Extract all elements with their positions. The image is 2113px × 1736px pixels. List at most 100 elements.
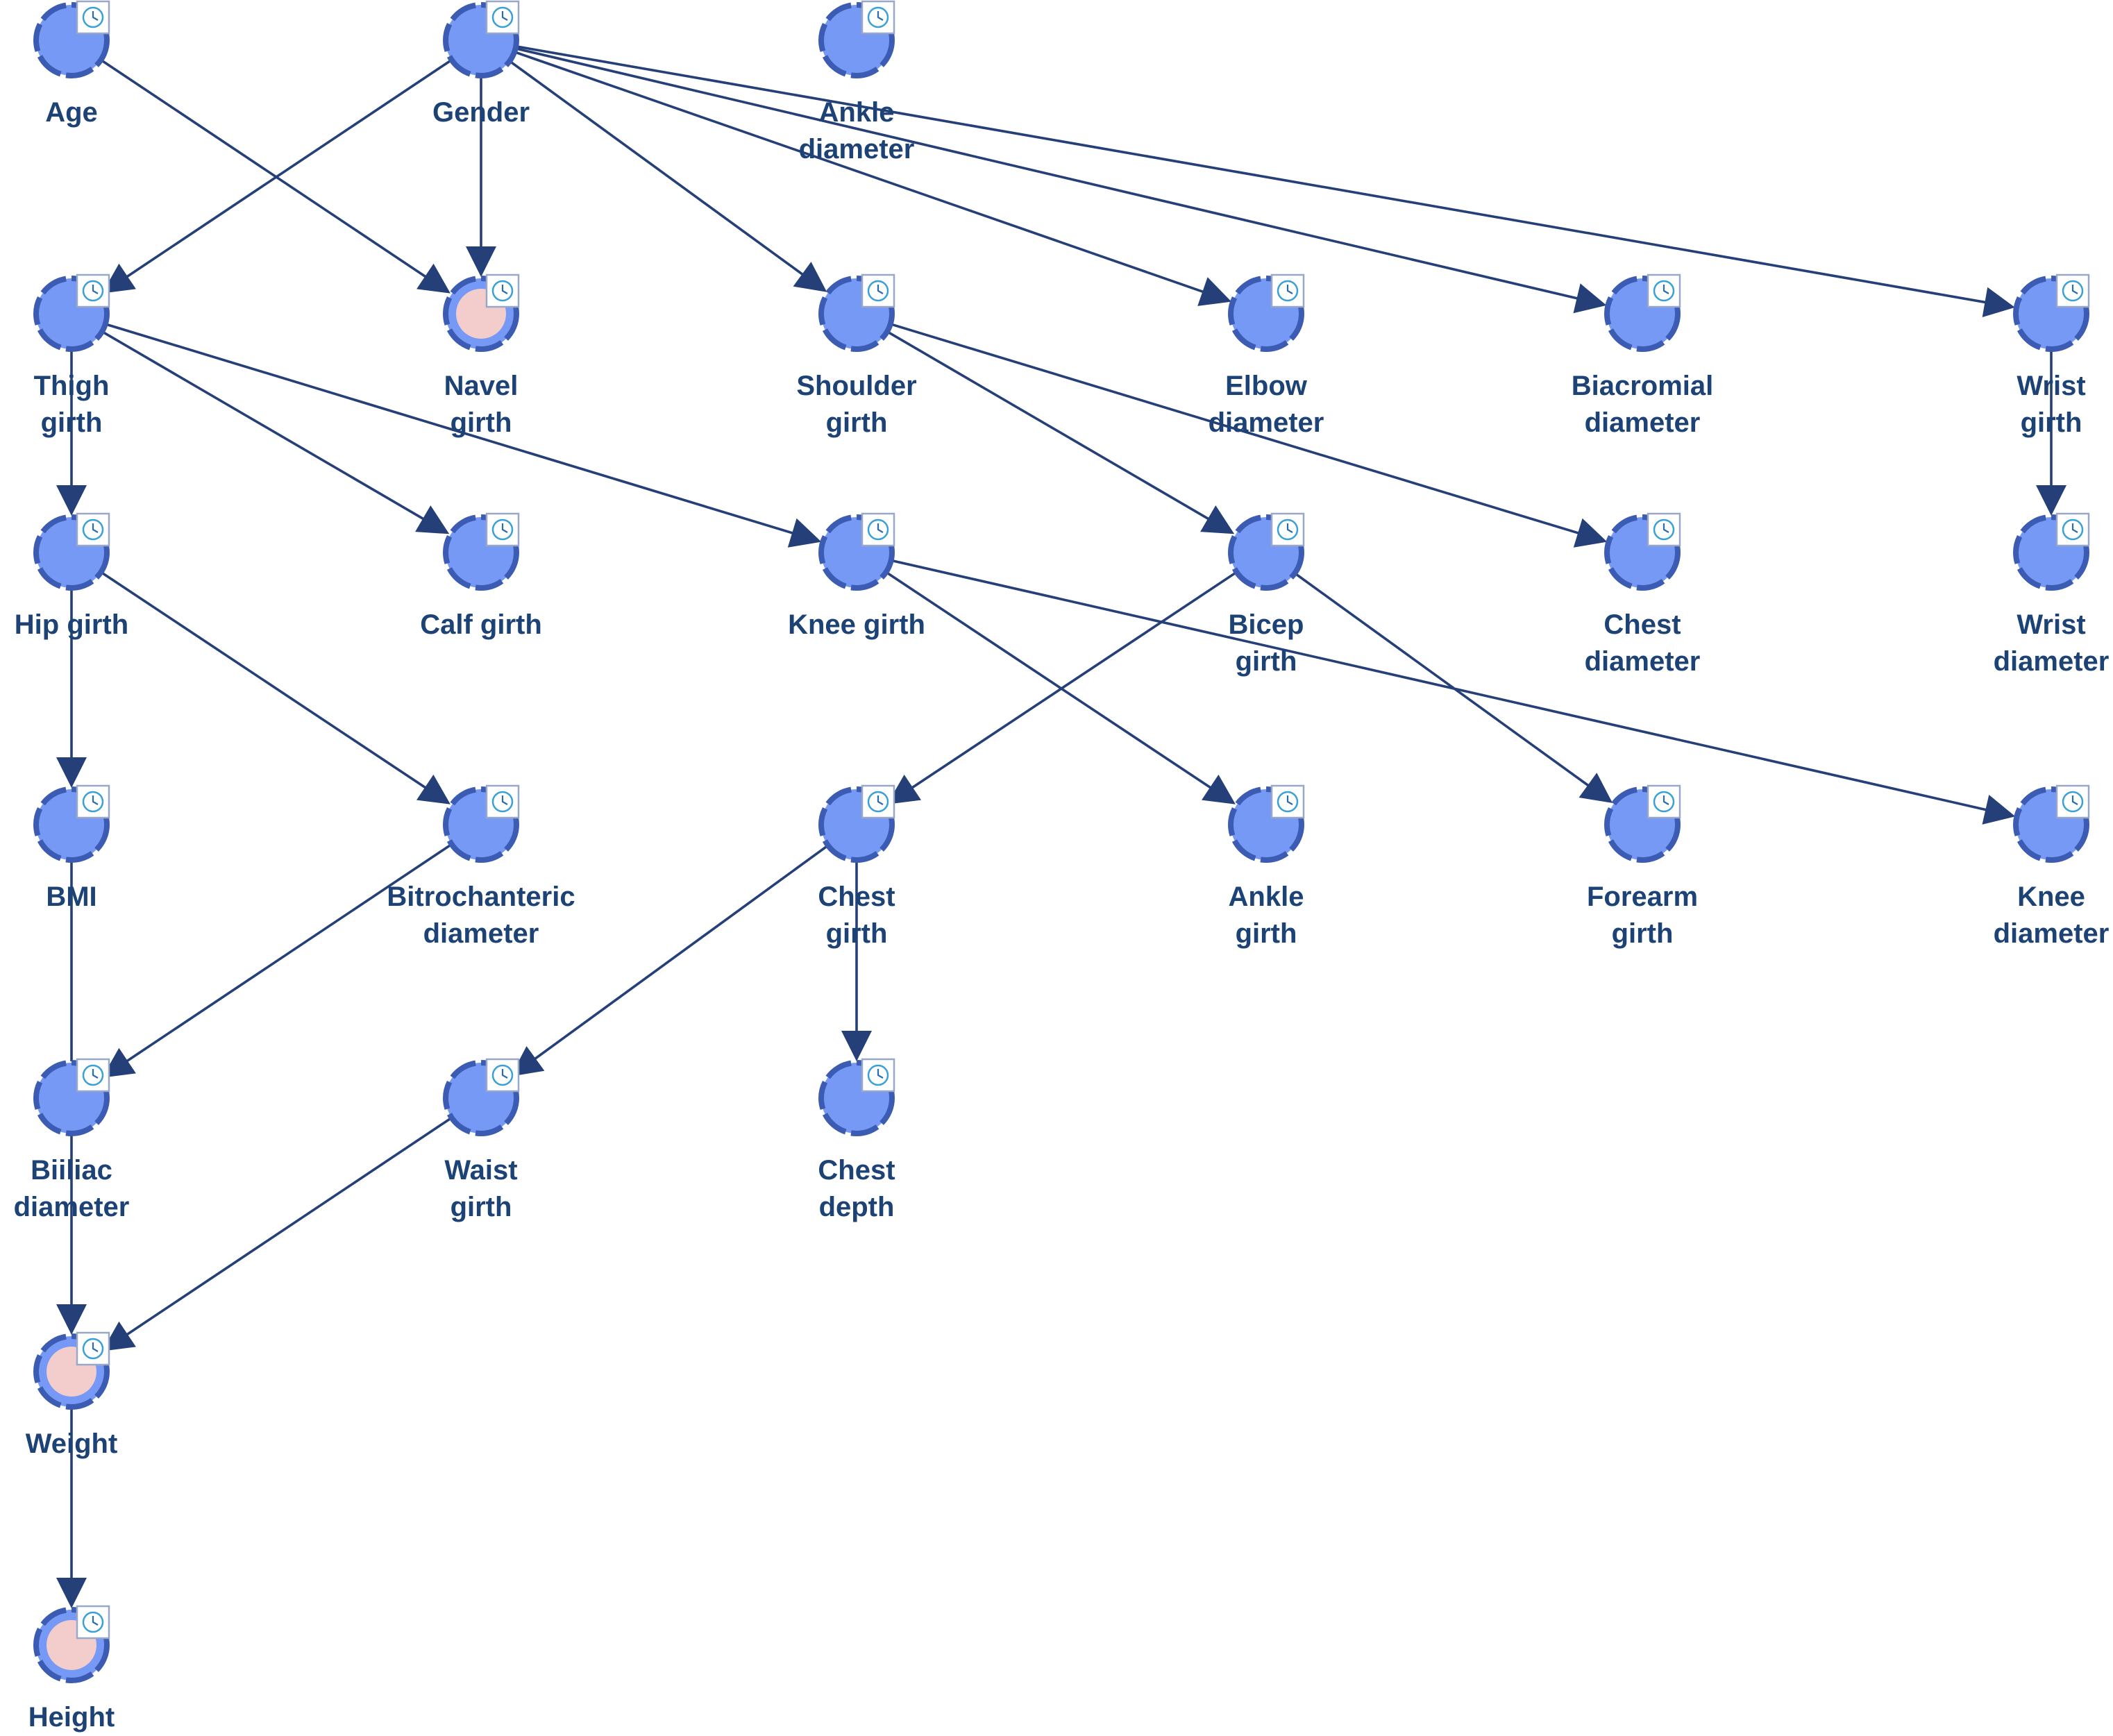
node-waist-girth[interactable]: Waist girth bbox=[443, 1058, 520, 1222]
node-label: Bitrochanteric diameter bbox=[387, 882, 575, 949]
node-label-line: Ankle bbox=[1229, 882, 1304, 912]
node-height[interactable]: Height bbox=[28, 1605, 115, 1733]
clock-icon bbox=[2055, 784, 2090, 819]
node-ankle-girth[interactable]: Ankle girth bbox=[1228, 784, 1305, 949]
edge-thigh-girth-to-hip-girth bbox=[56, 349, 87, 516]
edge-line bbox=[885, 571, 1213, 791]
clock-hands bbox=[501, 795, 508, 805]
clock-icon bbox=[861, 784, 895, 819]
clock-icon bbox=[76, 1058, 110, 1093]
node-label-line: diameter bbox=[423, 918, 539, 949]
edge-gender-to-elbow-diameter bbox=[514, 51, 1231, 306]
node-label-line: Forearm bbox=[1587, 882, 1698, 912]
clock-icon bbox=[1647, 273, 1681, 308]
arrowhead bbox=[887, 775, 921, 804]
node-age[interactable]: Age bbox=[33, 0, 110, 128]
node-gender[interactable]: Gender bbox=[432, 0, 530, 128]
clock-icon bbox=[1647, 784, 1681, 819]
node-calf-girth[interactable]: Calf girth bbox=[420, 512, 542, 640]
clock-icon bbox=[76, 0, 110, 35]
edge-shoulder-girth-to-bicep-girth bbox=[886, 330, 1235, 534]
node-label-line: girth bbox=[451, 1192, 512, 1222]
edge-age-to-navel-girth bbox=[100, 58, 451, 294]
node-label-line: BMI bbox=[46, 882, 96, 912]
clock-badge bbox=[76, 512, 110, 547]
clock-icon bbox=[485, 784, 520, 819]
clock-icon bbox=[1270, 273, 1305, 308]
node-label: Forearm girth bbox=[1587, 882, 1698, 949]
edge-bitrochanteric-diameter-to-biiliac-diameter bbox=[102, 843, 453, 1078]
node-knee-girth[interactable]: Knee girth bbox=[788, 512, 925, 640]
clock-hands bbox=[2071, 285, 2078, 294]
node-label-line: Age bbox=[45, 97, 98, 128]
node-label: Knee girth bbox=[788, 609, 925, 640]
node-label: Weight bbox=[26, 1429, 118, 1459]
node-label-line: girth bbox=[1612, 918, 1674, 949]
node-label-line: Waist bbox=[444, 1155, 517, 1186]
node-label: Ankle girth bbox=[1229, 882, 1304, 949]
node-label-line: Bitrochanteric bbox=[387, 882, 575, 912]
node-forearm-girth[interactable]: Forearm girth bbox=[1587, 784, 1698, 949]
edge-hip-girth-to-bmi bbox=[56, 588, 87, 788]
node-label-line: Chest bbox=[818, 1155, 895, 1186]
arrowhead bbox=[1197, 277, 1231, 306]
node-hip-girth[interactable]: Hip girth bbox=[15, 512, 128, 640]
node-label-line: Elbow bbox=[1225, 371, 1308, 401]
clock-icon bbox=[2055, 512, 2090, 547]
node-label: Chest depth bbox=[818, 1155, 895, 1222]
node-label-line: girth bbox=[1236, 918, 1297, 949]
clock-hands bbox=[1662, 523, 1669, 533]
arrowhead bbox=[1579, 773, 1613, 803]
arrowhead bbox=[793, 262, 827, 292]
node-label-line: Biacromial bbox=[1572, 371, 1714, 401]
node-bmi[interactable]: BMI bbox=[33, 784, 110, 912]
edge-line bbox=[509, 60, 805, 277]
clock-hands bbox=[877, 1069, 884, 1079]
clock-hands bbox=[1286, 795, 1293, 805]
node-label-line: diameter bbox=[1994, 646, 2110, 677]
node-weight[interactable]: Weight bbox=[26, 1331, 118, 1459]
node-chest-depth[interactable]: Chest depth bbox=[818, 1058, 895, 1222]
node-label-line: girth bbox=[451, 407, 512, 438]
arrowhead bbox=[1982, 795, 2016, 825]
arrowhead bbox=[1573, 518, 1608, 548]
arrowhead bbox=[1202, 775, 1236, 804]
node-label-line: Thigh bbox=[34, 371, 110, 401]
node-bitrochanteric-diameter[interactable]: Bitrochanteric diameter bbox=[387, 784, 575, 949]
edge-gender-to-thigh-girth bbox=[102, 58, 453, 294]
edge-line bbox=[890, 323, 1581, 535]
clock-icon bbox=[76, 1605, 110, 1640]
edge-thigh-girth-to-knee-girth bbox=[105, 323, 822, 548]
node-label-line: Bicep bbox=[1229, 609, 1304, 640]
edge-biiliac-diameter-to-weight bbox=[56, 1134, 87, 1335]
arrowhead bbox=[415, 505, 450, 534]
edge-line bbox=[105, 323, 795, 535]
node-label-line: Knee girth bbox=[788, 609, 925, 640]
node-label-line: Chest bbox=[818, 882, 895, 912]
edge-gender-to-shoulder-girth bbox=[509, 60, 827, 292]
edge-chest-girth-to-waist-girth bbox=[510, 844, 829, 1077]
edge-line bbox=[891, 559, 1989, 812]
clock-hands bbox=[2071, 795, 2078, 805]
node-label-line: depth bbox=[819, 1192, 895, 1222]
clock-hands bbox=[501, 11, 508, 21]
node-label: Age bbox=[45, 97, 98, 128]
